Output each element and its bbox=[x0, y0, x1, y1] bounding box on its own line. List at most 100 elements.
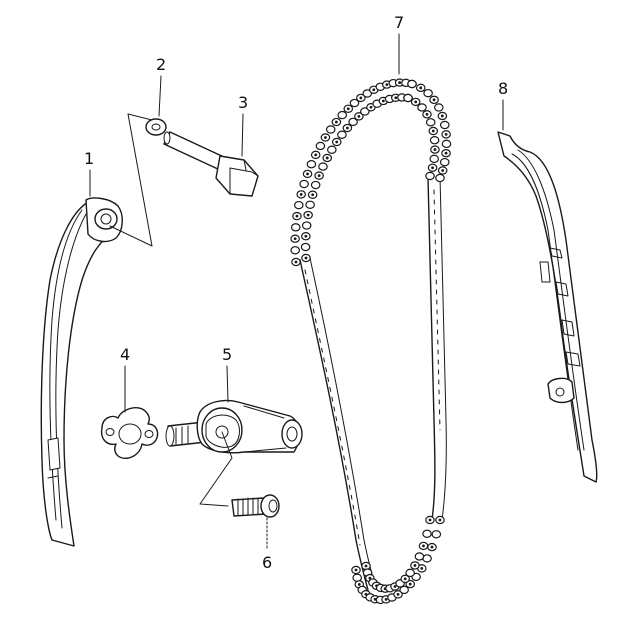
chain-pin bbox=[294, 260, 298, 264]
label-part-4: 4 bbox=[120, 345, 130, 364]
chain-pin bbox=[428, 518, 432, 522]
chain-pin bbox=[293, 237, 297, 241]
chain-pin bbox=[431, 129, 435, 133]
assembly-leader-upper bbox=[109, 113, 153, 247]
chain-pin bbox=[430, 545, 434, 549]
chain-pin bbox=[368, 576, 372, 580]
label-part-3: 3 bbox=[238, 93, 248, 112]
chain-link bbox=[301, 221, 312, 230]
chain-pin bbox=[398, 81, 402, 84]
part-8-chain-guide bbox=[497, 131, 598, 483]
chain-link bbox=[435, 173, 445, 183]
chain-link bbox=[441, 139, 452, 149]
chain-link bbox=[299, 179, 309, 189]
chain-link bbox=[310, 180, 321, 190]
part-7-timing-chain bbox=[290, 78, 452, 605]
chain-pin bbox=[372, 88, 376, 92]
chain-pin bbox=[334, 120, 338, 124]
chain-lower-wrap bbox=[351, 515, 445, 605]
chain-link bbox=[348, 117, 358, 127]
part-1-tensioner-guide bbox=[40, 197, 123, 547]
chain-pin bbox=[345, 126, 349, 130]
part-3-pivot-bolt bbox=[163, 131, 259, 197]
chain-link bbox=[429, 154, 440, 164]
chain-pin bbox=[444, 151, 448, 155]
chain-link bbox=[431, 530, 442, 539]
chain-pin bbox=[357, 583, 361, 586]
part-2-washer bbox=[145, 118, 167, 136]
chain-link bbox=[290, 223, 301, 232]
chain-pin bbox=[304, 234, 308, 238]
part-5-tensioner-body bbox=[165, 399, 303, 454]
chain-link bbox=[290, 246, 301, 255]
chain-pin bbox=[438, 518, 442, 522]
chain-link bbox=[293, 200, 304, 210]
chain-link bbox=[399, 585, 409, 595]
chain-pin bbox=[419, 86, 423, 90]
chain-link bbox=[405, 568, 415, 578]
chain-upper-wrap bbox=[290, 78, 452, 267]
chain-link bbox=[349, 98, 360, 108]
chain-pin bbox=[364, 564, 368, 568]
chain-link bbox=[300, 242, 311, 252]
chain-pin bbox=[304, 256, 308, 260]
part-4-gasket bbox=[100, 407, 159, 460]
chain-link bbox=[337, 110, 348, 120]
chain-pin bbox=[444, 132, 448, 136]
chain-link bbox=[306, 160, 317, 169]
part-labels: 1 2 3 4 5 6 7 8 bbox=[84, 13, 508, 572]
chain-pin bbox=[413, 564, 417, 567]
label-part-1: 1 bbox=[84, 149, 94, 168]
chain-pin bbox=[414, 100, 418, 104]
chain-pin bbox=[311, 193, 315, 197]
label-part-6: 6 bbox=[262, 553, 272, 572]
chain-pin bbox=[385, 83, 389, 86]
chain-pin bbox=[324, 136, 327, 139]
chain-pin bbox=[335, 140, 339, 144]
chain-pin bbox=[325, 156, 329, 160]
chain-pin bbox=[381, 99, 385, 103]
chain-pin bbox=[431, 166, 434, 170]
chain-pin bbox=[369, 105, 373, 109]
chain-pin bbox=[306, 213, 310, 217]
chain-link bbox=[305, 200, 315, 209]
chain-pin bbox=[346, 107, 350, 111]
chain-link bbox=[318, 162, 328, 171]
chain-pin bbox=[403, 577, 407, 581]
label-part-8: 8 bbox=[498, 79, 508, 98]
label-part-7: 7 bbox=[394, 13, 404, 32]
label-part-5: 5 bbox=[222, 345, 232, 364]
chain-link bbox=[325, 125, 336, 134]
chain-link bbox=[417, 103, 427, 112]
chain-pin bbox=[441, 169, 445, 172]
chain-link bbox=[425, 118, 436, 127]
chain-link bbox=[439, 157, 450, 167]
chain-pin bbox=[357, 114, 361, 118]
chain-link bbox=[429, 135, 440, 145]
chain-pin bbox=[354, 568, 358, 572]
chain-pin bbox=[432, 98, 436, 102]
assembly-leader-lower bbox=[199, 431, 233, 507]
chain-pin bbox=[306, 172, 309, 176]
chain-link bbox=[327, 145, 337, 154]
chain-pin bbox=[425, 112, 429, 116]
chain-link bbox=[315, 141, 326, 151]
chain-pin bbox=[420, 566, 424, 570]
chain-pin bbox=[384, 597, 388, 601]
chain-link bbox=[407, 79, 417, 89]
chain-pin bbox=[433, 148, 437, 151]
chain-pin bbox=[299, 193, 303, 196]
chain-link bbox=[403, 93, 413, 103]
chain-link bbox=[422, 529, 432, 538]
chain-link bbox=[423, 88, 433, 98]
chain-link bbox=[439, 120, 450, 130]
part-6-bolt bbox=[231, 494, 280, 518]
chain-pin bbox=[393, 585, 397, 588]
label-part-2: 2 bbox=[156, 55, 166, 74]
chain-link bbox=[362, 89, 373, 98]
chain-pin bbox=[440, 114, 444, 118]
chain-pin bbox=[314, 153, 318, 157]
chain-pin bbox=[422, 544, 425, 548]
chain-link bbox=[360, 107, 370, 116]
chain-link bbox=[425, 171, 435, 181]
